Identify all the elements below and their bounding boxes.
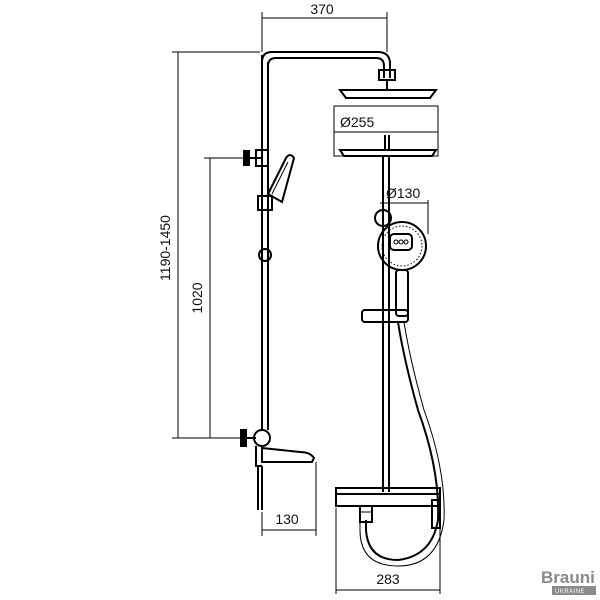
dim-mixer-width-label: 283 bbox=[376, 571, 400, 587]
side-overhead-arm-inner bbox=[267, 57, 385, 78]
dim-head-diameter-label: Ø255 bbox=[340, 114, 374, 130]
dim-130-label: 130 bbox=[275, 511, 299, 527]
front-mixer-body bbox=[335, 487, 441, 507]
side-overhead-arm bbox=[261, 51, 391, 78]
side-head-shower-profile bbox=[338, 89, 438, 99]
button-1-icon bbox=[393, 239, 399, 245]
brand-logo-sub: UKRAINE bbox=[555, 589, 585, 595]
front-holder-clip bbox=[374, 209, 392, 227]
dim-1020-label: 1020 bbox=[189, 282, 205, 313]
side-handshower-holder bbox=[257, 195, 273, 211]
front-handshower-face bbox=[377, 221, 427, 271]
brand-logo-sub-bar bbox=[552, 586, 596, 595]
button-3-icon bbox=[403, 239, 409, 245]
dim-total-label: 1190-1450 bbox=[157, 215, 173, 281]
front-view: Ø255 Ø130 bbox=[333, 105, 445, 594]
front-handshower-buttons bbox=[389, 233, 413, 251]
side-mixer-body bbox=[253, 429, 271, 447]
front-head-shower bbox=[338, 149, 438, 157]
upper-wall-bracket bbox=[243, 150, 250, 166]
shower-hose-outer bbox=[359, 321, 445, 567]
lower-wall-bracket bbox=[240, 429, 247, 447]
side-handshower bbox=[266, 154, 296, 204]
side-arm-collar bbox=[378, 69, 396, 81]
side-bath-spout bbox=[261, 446, 316, 463]
front-slider-holder bbox=[361, 309, 409, 323]
button-2-icon bbox=[398, 239, 404, 245]
front-handshower-handle bbox=[395, 269, 409, 317]
side-view bbox=[240, 51, 438, 510]
front-mixer-outlet bbox=[359, 505, 373, 523]
brand-logo: Brauni UKRAINE bbox=[541, 568, 596, 595]
front-mixer-right-handle bbox=[431, 499, 441, 529]
dim-handshower-diameter-label: Ø130 bbox=[386, 185, 420, 201]
dimension-lines: 370 1190-1450 1020 130 bbox=[157, 1, 388, 536]
side-mixer-neck bbox=[255, 446, 262, 467]
upper-bracket-clamp bbox=[255, 149, 269, 167]
side-handshower-detail bbox=[271, 161, 289, 195]
dim-370-label: 370 bbox=[310, 1, 334, 17]
brand-logo-word: Brauni bbox=[541, 568, 595, 587]
front-handshower-nozzles bbox=[381, 225, 423, 267]
side-slider-knob bbox=[258, 248, 272, 262]
shower-hose bbox=[365, 321, 440, 562]
